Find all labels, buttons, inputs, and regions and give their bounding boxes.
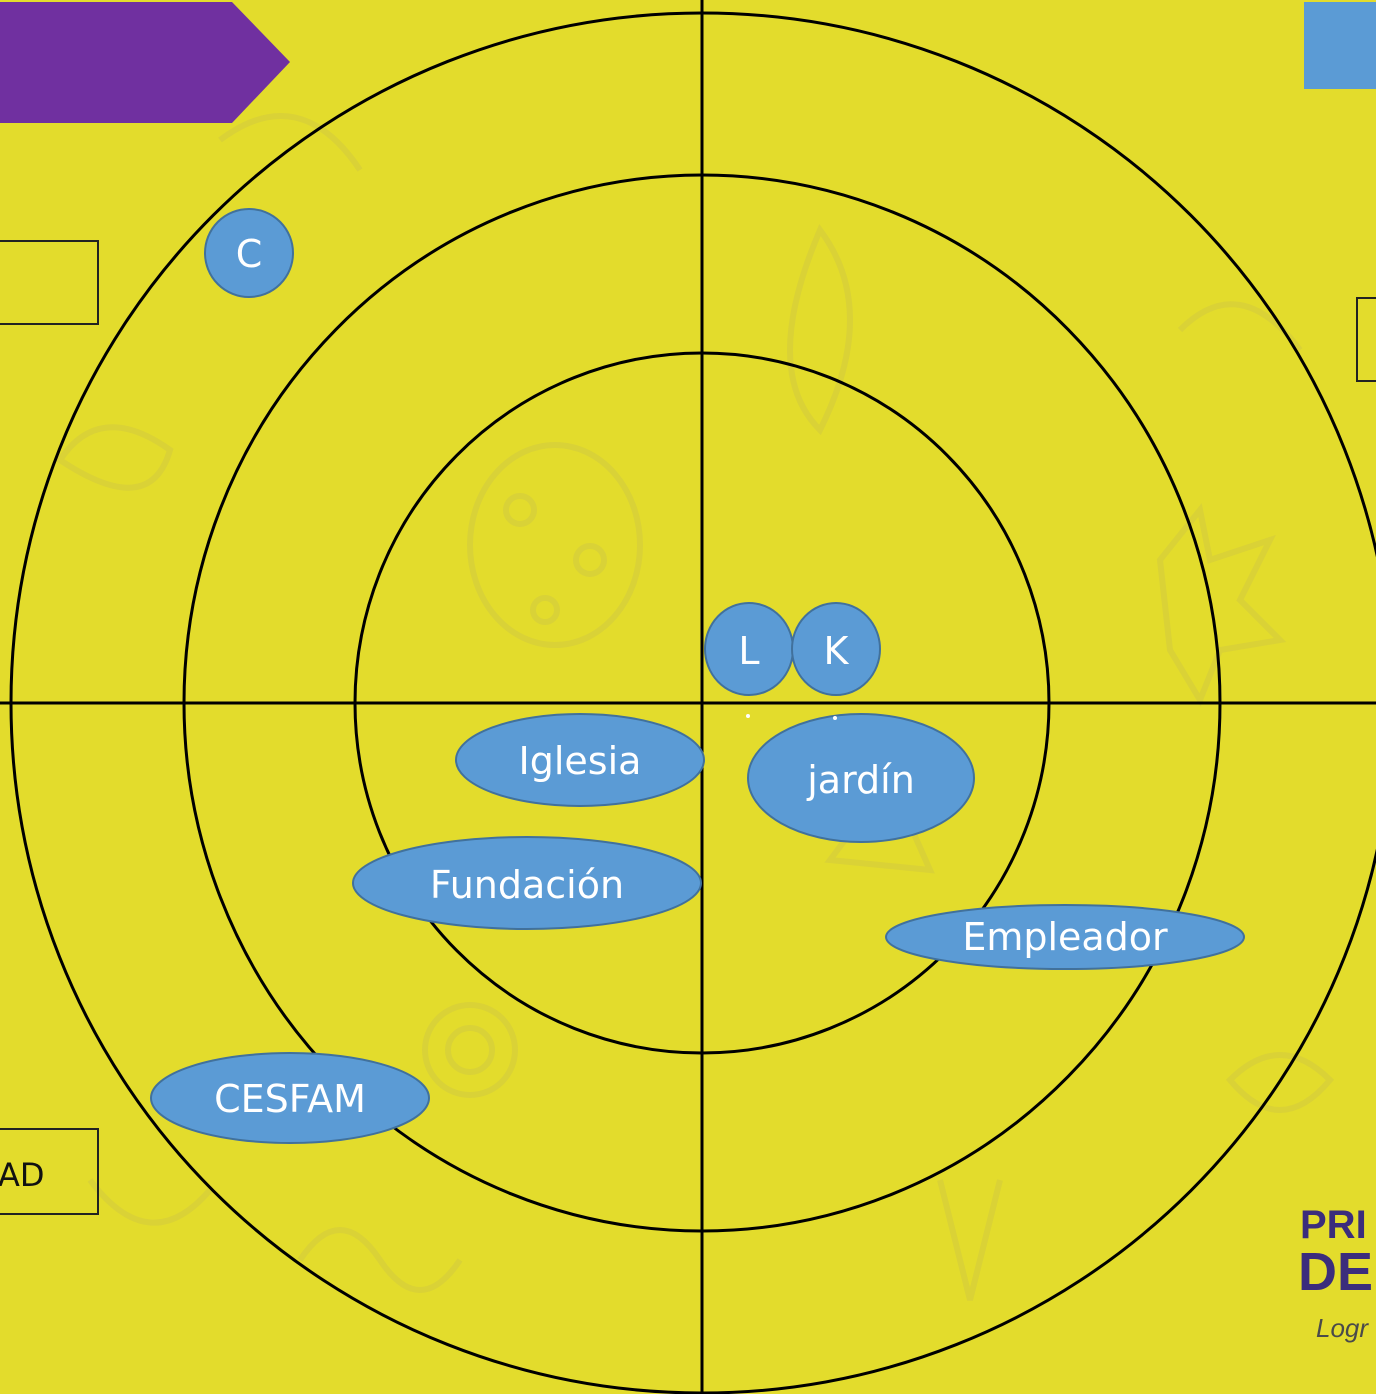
- node-fundacion-label: Fundación: [430, 863, 624, 907]
- node-c-label: C: [236, 232, 263, 276]
- left-box-bottom: [0, 1128, 99, 1215]
- node-fundacion: [352, 836, 702, 930]
- node-cesfam: [150, 1052, 430, 1144]
- node-labels: C L K Iglesia jardín Fundación Empleador…: [214, 232, 1168, 1121]
- node-k-label: K: [824, 629, 850, 673]
- node-jardin: [747, 713, 975, 843]
- node-cesfam-label: CESFAM: [214, 1077, 366, 1121]
- node-c: [204, 208, 294, 298]
- node-iglesia-label: Iglesia: [519, 739, 642, 783]
- node-empleador: [885, 904, 1245, 970]
- left-box-top: [0, 240, 99, 325]
- node-empleador-label: Empleador: [962, 915, 1168, 959]
- logo-line-2: DE: [1298, 1242, 1373, 1302]
- header-banner: [0, 2, 290, 123]
- logo-line-1: PRI: [1300, 1203, 1367, 1247]
- dot-under-l: [746, 714, 750, 718]
- dot-under-k: [833, 716, 837, 720]
- right-box: [1356, 297, 1376, 382]
- logo-line-3: Logr: [1316, 1313, 1369, 1343]
- node-iglesia: [455, 713, 705, 807]
- node-jardin-label: jardín: [806, 758, 915, 802]
- logo: PRI DE Logr: [1298, 1203, 1373, 1343]
- nodes: [150, 208, 1245, 1144]
- node-k: [791, 602, 881, 696]
- left-box-bottom-label: AD: [0, 1156, 45, 1194]
- legend-blue-square: [1304, 2, 1376, 89]
- node-l-label: L: [738, 629, 759, 673]
